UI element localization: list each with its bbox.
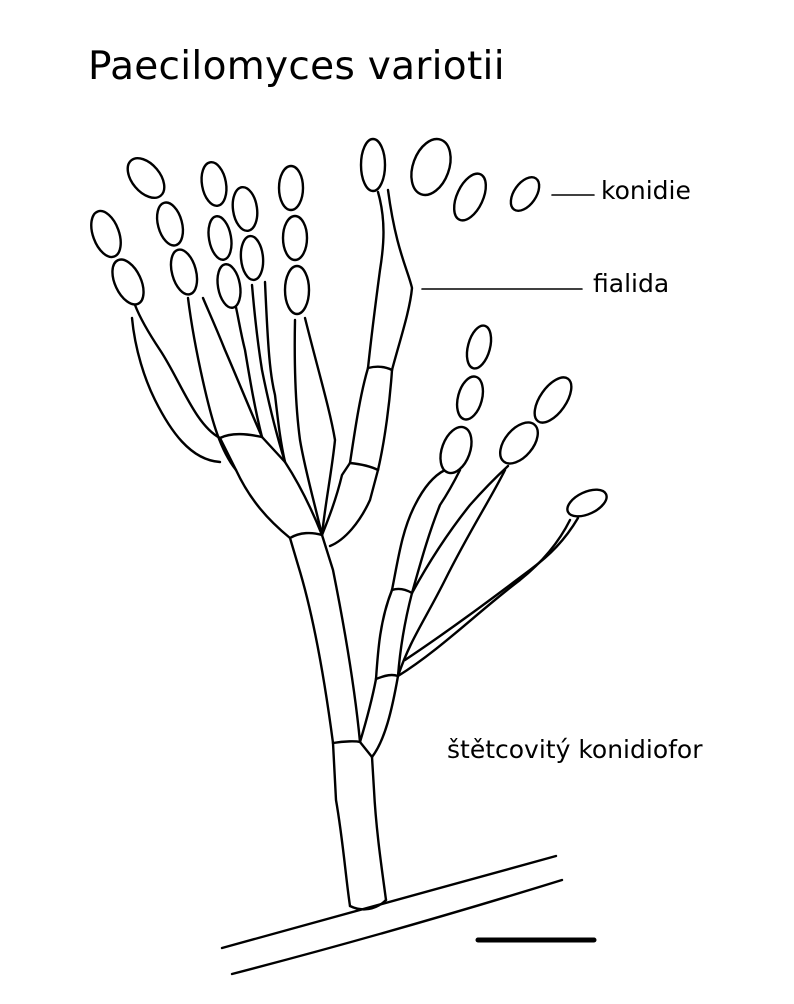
conidium	[505, 172, 545, 216]
conidium	[283, 216, 307, 260]
conidium	[453, 374, 488, 423]
conidium	[230, 186, 260, 233]
conidium	[563, 484, 610, 522]
label-konidiofor: štětcovitý konidiofor	[447, 735, 703, 764]
substrate-hypha	[222, 856, 562, 974]
label-konidie: konidie	[601, 176, 691, 205]
conidium	[463, 323, 496, 371]
conidium	[205, 214, 234, 261]
conidium	[493, 416, 545, 471]
conidium	[120, 151, 171, 204]
conidium	[153, 200, 188, 249]
conidium	[86, 207, 127, 261]
main-axis	[290, 533, 360, 743]
conidium	[285, 266, 309, 314]
left-metulae	[220, 434, 378, 546]
conidium	[198, 160, 229, 207]
conidium	[361, 139, 385, 191]
conidium	[448, 169, 493, 225]
right-phialides	[392, 466, 578, 676]
conidium	[239, 235, 265, 281]
central-phialide	[350, 190, 412, 470]
conidium	[166, 247, 201, 298]
conidium	[214, 262, 243, 309]
conidium	[435, 423, 478, 478]
stipe	[333, 741, 386, 909]
label-fialida: fialida	[593, 269, 669, 298]
conidium	[527, 371, 578, 429]
conidium	[404, 134, 458, 201]
conidium	[106, 255, 150, 309]
figure-title: Paecilomyces variotii	[88, 44, 505, 89]
conidium	[279, 166, 303, 210]
free-conidia	[404, 134, 545, 226]
